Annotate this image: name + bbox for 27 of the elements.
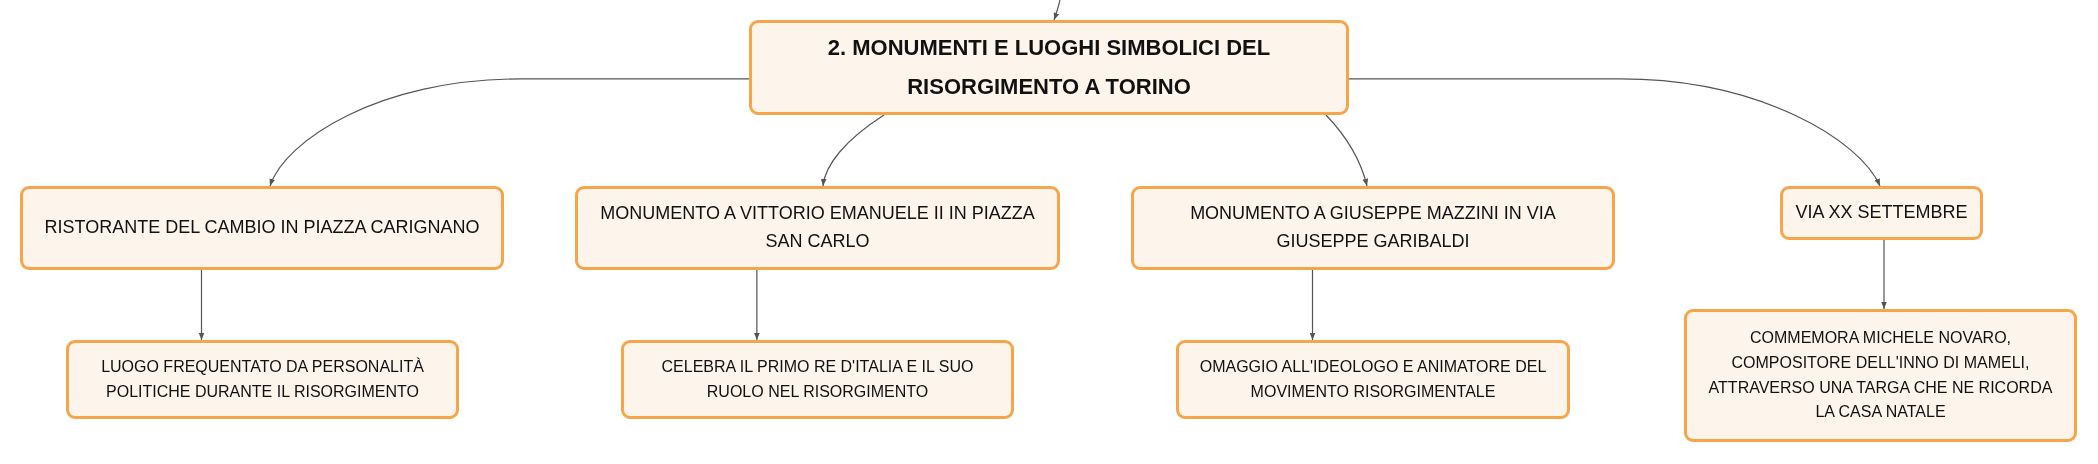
topic-box [575, 186, 1060, 270]
connector-arrow [1053, 0, 1061, 21]
connector-arrow [754, 269, 760, 341]
connector-arrow [1881, 239, 1887, 310]
connector-arrow [269, 78, 750, 187]
node-text: OMAGGIO ALL'IDEOLOGO E ANIMATORE DEL MOVIMENTO RISORGIMENTALE [1198, 356, 1548, 402]
topic-box [20, 186, 504, 270]
node-text: 2. MONUMENTI E LUOGHI SIMBOLICI DEL RISORGIMENTO A TORINO [826, 34, 1272, 101]
node-text: MONUMENTO A VITTORIO EMANUELE II IN PIAZZA SAN CARLO [599, 202, 1036, 253]
connector-arrow [1325, 114, 1368, 187]
node-text: MONUMENTO A GIUSEPPE MAZZINI IN VIA GIUSEPPE GARIBALDI [1189, 202, 1557, 253]
node-text: CELEBRA IL PRIMO RE D'ITALIA E IL SUO RUOLO NEL RISORGIMENTO [660, 356, 975, 402]
node-text: COMMEMORA MICHELE NOVARO, COMPOSITORE DELL'INNO DI MAMELI, ATTRAVERSO UNA TARGA CHE NE RICORDA LA CASA NATALE [1707, 327, 2054, 423]
topic-box [66, 340, 459, 419]
connector-arrow [198, 269, 205, 341]
topic-box [1131, 186, 1615, 270]
node-text: LUOGO FREQUENTATO DA PERSONALITÀ POLITICHE DURANTE IL RISORGIMENTO [100, 356, 425, 402]
title-box [749, 20, 1349, 115]
connector-arrow [821, 114, 885, 187]
connector-arrow [1348, 78, 1881, 187]
node-text: VIA XX SETTEMBRE [1795, 201, 1968, 225]
topic-box [1780, 186, 1983, 240]
topic-box [1684, 309, 2077, 442]
connector-arrow [1309, 269, 1316, 341]
node-text: RISTORANTE DEL CAMBIO IN PIAZZA CARIGNANO [44, 216, 480, 240]
topic-box [621, 340, 1014, 419]
topic-box [1176, 340, 1570, 419]
